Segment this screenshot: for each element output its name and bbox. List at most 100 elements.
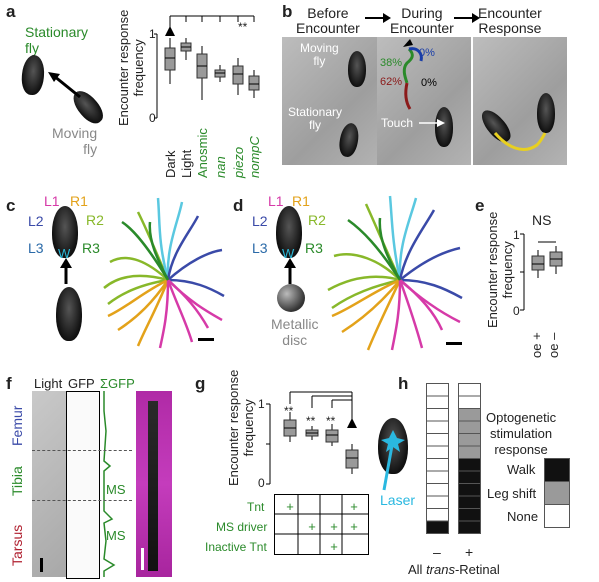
panel-d-label: d <box>233 196 244 215</box>
laser-beam-icon <box>381 430 405 491</box>
arrow-up-icon <box>60 258 72 284</box>
g-row-inactive-tnt: Inactive Tnt <box>205 540 267 554</box>
h-legend-leg-swatch <box>544 481 570 505</box>
panel-c-label: c <box>6 196 16 215</box>
panel-e-ylabel: Encounter response frequency <box>485 211 515 328</box>
a-cat-light: Light <box>179 149 194 178</box>
d-label-R2: R2 <box>308 212 326 228</box>
g-plus-ms-3: + <box>330 519 338 534</box>
e-ns-label: NS <box>532 212 552 228</box>
f-scale-bar-2 <box>141 548 144 570</box>
g-ytick-1: 1 <box>258 397 265 411</box>
g-ytick-0: 0 <box>258 476 265 490</box>
f-divider-2 <box>32 500 132 501</box>
b-stationary-fly-label: Stationary fly <box>288 105 343 132</box>
d-label-W: W <box>282 246 295 261</box>
f-ms-label-1: MS <box>106 482 126 497</box>
a-cat-anosmic: Anosmic <box>195 128 210 178</box>
h-legend-leg-label: Leg shift <box>487 486 537 501</box>
h-xlabel: All trans-Retinal <box>408 562 500 577</box>
g-genotype-grid <box>274 494 369 555</box>
d-label-L3: L3 <box>252 240 268 256</box>
f-scale-bar <box>40 558 43 572</box>
g-row-tnt: Tnt <box>247 500 265 514</box>
b-pct-0-black: 0% <box>421 77 437 89</box>
h-legend-walk-swatch <box>544 458 570 482</box>
f-fluorescence-image <box>136 391 172 577</box>
b-title-before: Before Encounter <box>296 5 360 36</box>
panel-a-label: a <box>6 2 16 21</box>
f-ms-label-2: MS <box>106 528 126 543</box>
c-trajectory-plot <box>103 197 225 349</box>
b-response-trace <box>493 132 547 151</box>
h-legend-title: Optogenetic stimulation response <box>486 410 557 457</box>
d-disc-label: Metallic disc <box>271 316 319 348</box>
h-legend-walk-label: Walk <box>507 462 536 477</box>
f-divider-1 <box>32 450 132 451</box>
g-row-ms-driver: MS driver <box>216 520 268 534</box>
d-label-L2: L2 <box>252 213 268 229</box>
f-col-sumgfp: ΣGFP <box>100 376 135 391</box>
c-label-W: W <box>58 246 71 261</box>
d-stationary-fly <box>276 206 302 258</box>
b-pct-62: 62% <box>380 76 403 88</box>
g-plus-ms-4: + <box>350 519 358 534</box>
f-col-gfp: GFP <box>68 376 95 391</box>
b-photo-during <box>377 37 471 165</box>
panel-e-boxplot <box>520 233 563 311</box>
b-title-during: During Encounter <box>390 5 454 36</box>
g-star-1: ** <box>284 404 294 418</box>
f-seg-tibia: Tibia <box>9 466 25 496</box>
panel-g-boxplot <box>266 391 359 485</box>
b-moving-fly-label: Moving fly <box>300 41 339 68</box>
c-label-R3: R3 <box>82 240 100 256</box>
h-response-grid <box>426 383 481 534</box>
g-star-3: ** <box>326 414 336 428</box>
c-scale-bar <box>198 338 214 341</box>
panel-g-ylabel: Encounter response frequency <box>226 369 256 486</box>
panel-b-label: b <box>282 2 293 21</box>
c-label-L1: L1 <box>44 193 60 209</box>
f-col-light: Light <box>34 376 63 391</box>
stationary-fly-image <box>20 54 46 96</box>
arrow-right-icon <box>365 13 391 23</box>
f-gfp-image <box>66 391 100 579</box>
a-boxes <box>164 38 260 100</box>
c-moving-fly <box>56 287 82 341</box>
d-scale-bar <box>446 342 462 345</box>
c-label-R2: R2 <box>86 212 104 228</box>
moving-fly-label: Moving fly <box>52 125 98 157</box>
d-label-R1: R1 <box>292 193 310 209</box>
b-photo-response <box>473 37 567 165</box>
e-ytick-0: 0 <box>513 304 520 318</box>
arrow-icon <box>48 72 81 99</box>
h-legend-none-label: None <box>507 509 539 524</box>
e-ytick-1: 1 <box>513 228 520 242</box>
a-sig-stars: ** <box>238 20 248 34</box>
stationary-fly-label: Stationary fly <box>25 24 89 56</box>
a-cat-nompc: nompC <box>247 136 262 178</box>
h-col-minus: – <box>433 544 441 560</box>
arrow-right-icon <box>454 13 480 23</box>
b-title-response: Encounter Response <box>478 5 542 36</box>
a-ytick-1: 1 <box>149 27 156 41</box>
a-cat-piezo: piezo <box>231 146 246 178</box>
d-label-L1: L1 <box>268 193 284 209</box>
b-touch-label: Touch <box>381 116 414 130</box>
g-plus-ms-2: + <box>308 519 316 534</box>
e-cat-oe-plus: oe + <box>529 332 544 358</box>
g-plus-tnt-4: + <box>350 499 358 514</box>
panel-g-label: g <box>195 374 206 393</box>
panel-a-ylabel: Encounter response frequency <box>116 9 146 126</box>
h-legend-none-swatch <box>544 504 570 528</box>
c-label-L2: L2 <box>28 213 44 229</box>
b-pct-38: 38% <box>380 57 403 69</box>
arrow-up-icon <box>284 258 296 284</box>
f-seg-femur: Femur <box>9 405 25 446</box>
d-label-R3: R3 <box>305 240 323 256</box>
c-label-R1: R1 <box>70 193 88 209</box>
panel-a-boxplot <box>154 15 260 119</box>
b-pct-0-blue: 0% <box>419 47 435 59</box>
b-photo-before <box>282 37 381 165</box>
panel-e-label: e <box>475 196 485 215</box>
